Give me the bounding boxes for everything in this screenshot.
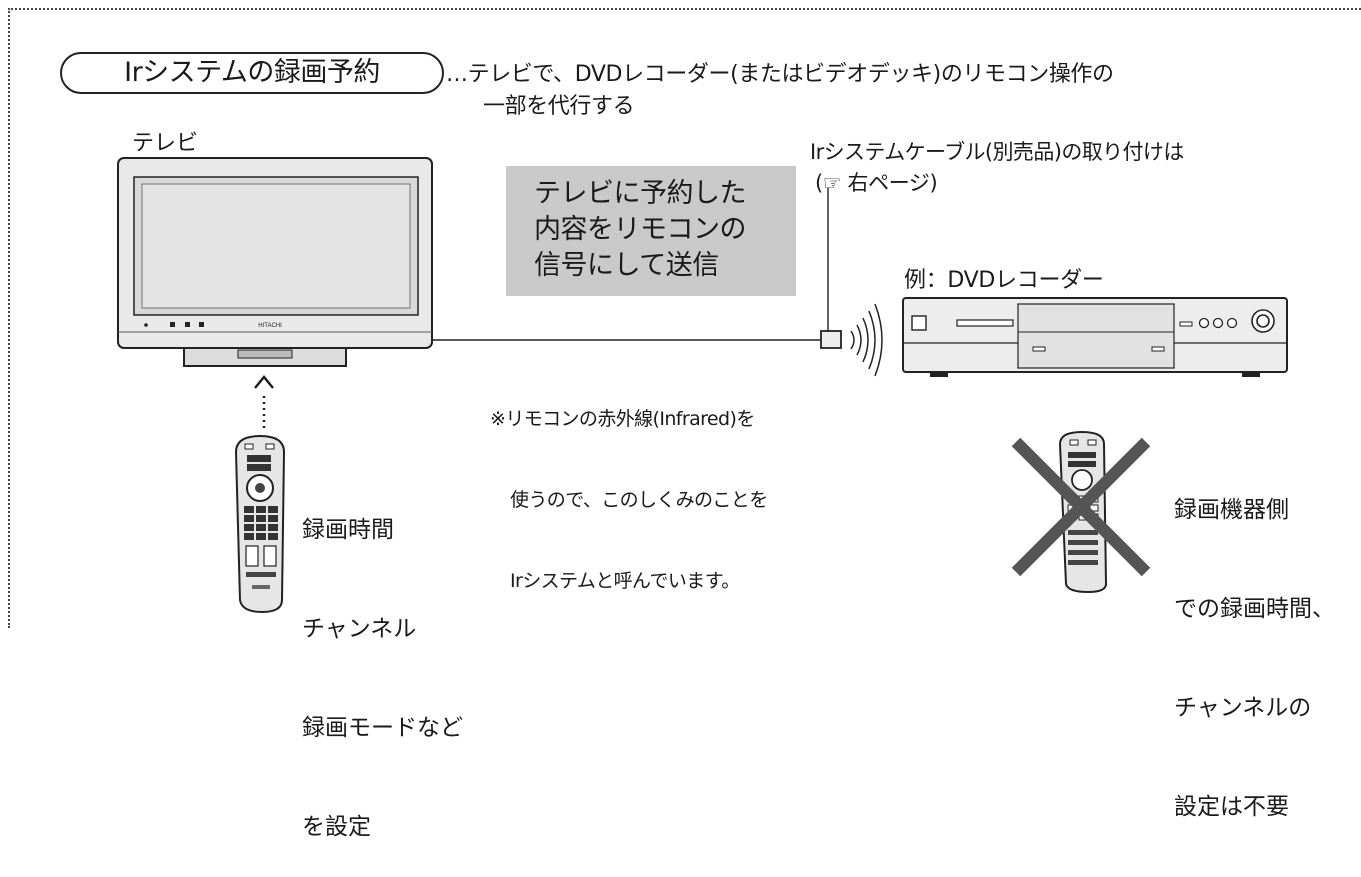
cable-note-line-2: (☞ 右ページ) [815,171,938,195]
tv-brand: HITACHI [258,323,282,329]
signal-box-line: 内容をリモコンの [534,214,747,245]
cross-mark-icon [1011,437,1151,577]
infrared-note-line: Irシステムと呼んでいます。 [510,570,740,592]
remote-signal-arrow [254,375,274,428]
dotted-frame [8,8,1361,628]
recorder-remote-caption-line: 設定は不要 [1174,794,1289,820]
signal-box [506,166,796,296]
tv-remote-caption-line: 録画時間 [302,517,394,543]
diagram-art: HITACHI [117,157,1288,614]
tv-remote-caption-line: 録画モードなど [302,715,463,741]
ir-cable [432,188,883,377]
recorder-remote-caption-line: チャンネルの [1174,695,1312,721]
tv-remote-icon [234,434,286,614]
infrared-note-line: ※リモコンの赤外線(Infrared)を [490,408,755,430]
infrared-note: ※リモコンの赤外線(Infrared)を 使うので、このしくみのことを Irシス… [490,352,768,622]
dvd-recorder-icon [902,297,1288,377]
recorder-remote-caption-line: 録画機器側 [1174,497,1289,523]
title-pill: Irシステムの録画予約 [60,52,444,94]
signal-box-line: 信号にして送信 [534,250,719,281]
description-line-2: 一部を代行する [483,94,635,119]
tv-label: テレビ [132,131,199,156]
description-line-1: …テレビで、DVDレコーダー(またはビデオデッキ)のリモコン操作の [446,62,1114,87]
tv-remote-caption-line: チャンネル [302,616,417,642]
tv-icon: HITACHI [117,157,433,367]
signal-box-text: テレビに予約した 内容をリモコンの 信号にして送信 [534,176,747,284]
tv-remote-caption-line: を設定 [302,814,371,840]
signal-box-line: テレビに予約した [534,178,747,209]
recorder-label: 例：DVDレコーダー [904,268,1104,293]
cable-note-line-1: Irシステムケーブル(別売品)の取り付けは [810,140,1184,164]
infrared-note-line: 使うので、このしくみのことを [510,489,768,511]
